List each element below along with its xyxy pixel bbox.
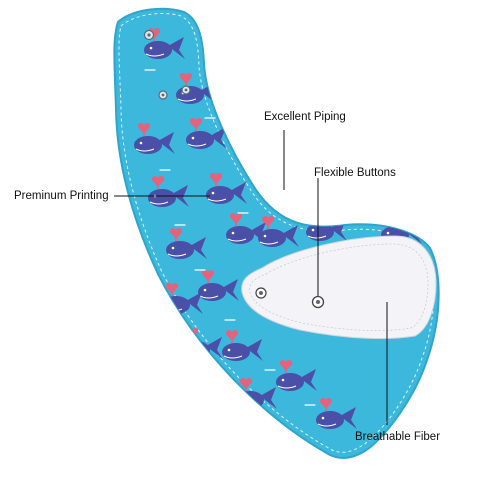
callout-breathable-fiber: Breathable Fiber	[355, 431, 441, 443]
callout-excellent-piping: Excellent Piping	[264, 111, 346, 123]
callout-premium-printing: Preminum Printing	[14, 190, 109, 202]
leader-lines	[114, 130, 388, 425]
bib-fabric	[113, 7, 440, 459]
callout-flexible-buttons: Flexible Buttons	[314, 167, 396, 179]
piping-stitch	[118, 12, 435, 453]
snap-button-icon	[143, 29, 191, 100]
snap-button-icon	[255, 287, 325, 309]
